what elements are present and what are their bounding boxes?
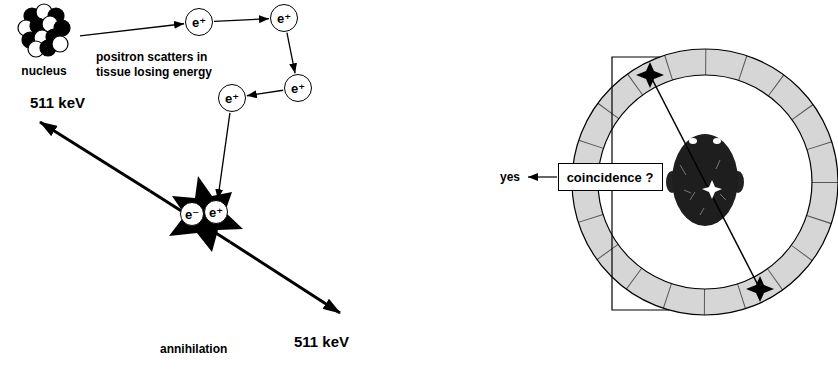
process-box: coincidence ? (558, 163, 663, 191)
head-hair-texture (680, 160, 726, 215)
node-text: e⁺ (192, 16, 206, 29)
annotation: positron scatters in tissue losing energ… (96, 50, 238, 80)
detector-wire (612, 57, 660, 163)
path-arrow (287, 33, 295, 74)
particle-circle: e⁺ (270, 4, 298, 32)
node-text: e⁻ (185, 208, 199, 221)
node-text: e⁺ (277, 12, 291, 25)
head-eye (689, 138, 697, 144)
detector-hit-star (636, 62, 664, 88)
path-arrow (218, 113, 230, 199)
node-text: e⁺ (209, 206, 223, 219)
output-label: yes (500, 170, 520, 185)
node-text: e⁺ (291, 82, 305, 95)
head-eye (713, 138, 721, 144)
particle-circle: e⁺ (284, 74, 312, 102)
particle-circle: e⁺ (218, 84, 246, 112)
nucleus: nucleus (8, 2, 80, 78)
path-arrow (247, 90, 283, 96)
node-text: nucleus (8, 64, 80, 78)
source-star (702, 180, 722, 199)
node-text: e⁺ (225, 92, 239, 105)
particle-circle: e⁺ (204, 200, 228, 224)
gamma-ray-arrow (40, 122, 150, 191)
path-arrow (80, 24, 184, 36)
particle-circle: e⁺ (185, 8, 213, 36)
energy-label: 511 keV (294, 333, 349, 352)
caption-label: annihilation (160, 342, 227, 357)
annihilation-star (169, 176, 243, 252)
detector-wire (612, 191, 669, 310)
path-arrow (214, 19, 269, 22)
nucleus-symbol (14, 2, 74, 58)
node-text: coincidence ? (567, 170, 654, 185)
energy-label: 511 keV (30, 94, 85, 113)
output-arrow (528, 176, 557, 177)
head (672, 134, 738, 226)
detector-hit-star (746, 276, 774, 302)
gamma-ray-arrow (230, 242, 340, 313)
line-of-response (650, 75, 760, 289)
particle-circle: e⁻ (180, 202, 204, 226)
